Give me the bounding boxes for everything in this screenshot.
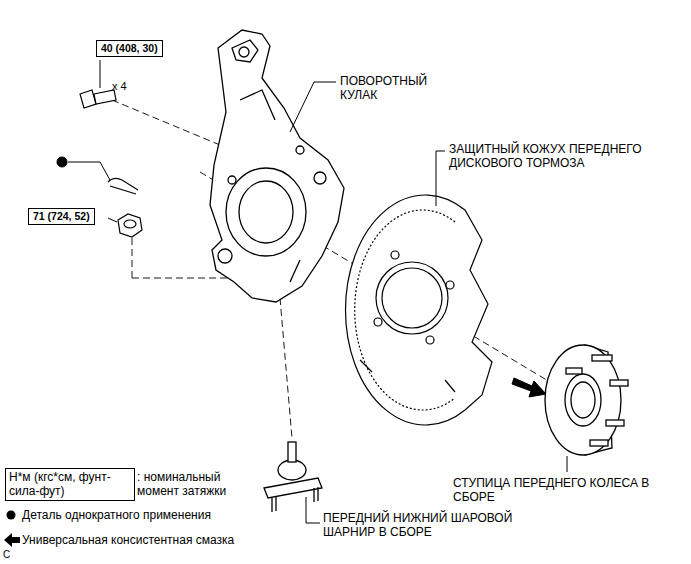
- label-holder: СТУПИЦА ПЕРЕДНЕГО КОЛЕСА В СБОРЕ: [453, 476, 683, 505]
- label-holder: ПЕРЕДНИЙ НИЖНИЙ ШАРОВОЙ ШАРНИР В СБОРЕ: [323, 511, 535, 540]
- torque-box: 40 (408, 30): [96, 40, 163, 57]
- one-time-dot: [57, 157, 67, 167]
- label-holder: ПОВОРОТНЫЙ КУЛАК: [340, 74, 435, 103]
- torque-value: 71 (724, 52): [33, 210, 90, 223]
- legend-dot: [7, 511, 16, 520]
- torque-box: 71 (724, 52): [28, 208, 95, 225]
- cotter-pin: [108, 178, 138, 194]
- castle-nut: [118, 214, 142, 237]
- label-holder: C: [3, 549, 10, 561]
- legend-box: Н*м (кгс*см, фунт-сила-фут): [5, 468, 135, 501]
- legend-entry: Деталь однократного применения: [22, 508, 282, 522]
- ball-joint: [264, 442, 322, 512]
- legend-text: : номинальный момент затяжки: [137, 470, 249, 499]
- steering-knuckle: [210, 30, 344, 302]
- torque-value: 40 (408, 30): [101, 42, 158, 55]
- legend-entry: Универсальная консистентная смазка: [22, 533, 282, 547]
- part-name: ПЕРЕДНИЙ НИЖНИЙ ШАРОВОЙ ШАРНИР В СБОРЕ: [323, 511, 535, 540]
- dust-cover: [345, 195, 492, 425]
- wheel-hub: [545, 345, 628, 455]
- legend-text: Деталь однократного применения: [22, 508, 282, 522]
- leader-line: [68, 60, 567, 523]
- part-name: ЗАЩИТНЫЙ КОЖУХ ПЕРЕДНЕГО ДИСКОВОГО ТОРМО…: [449, 142, 677, 171]
- legend-arrow: [4, 533, 20, 547]
- legend-text: Универсальная консистентная смазка: [22, 533, 282, 547]
- quantity-label: x 4: [112, 80, 127, 93]
- legend-unit: Н*м (кгс*см, фунт-сила-фут): [9, 470, 131, 499]
- legend-entry: : номинальный момент затяжки: [137, 470, 249, 499]
- label-holder: x 4: [112, 80, 127, 93]
- part-name: ПОВОРОТНЫЙ КУЛАК: [340, 74, 435, 103]
- grease-arrow: [512, 378, 546, 397]
- figure-code: C: [3, 549, 10, 561]
- bolt: [80, 90, 116, 108]
- label-holder: ЗАЩИТНЫЙ КОЖУХ ПЕРЕДНЕГО ДИСКОВОГО ТОРМО…: [449, 142, 677, 171]
- part-name: СТУПИЦА ПЕРЕДНЕГО КОЛЕСА В СБОРЕ: [453, 476, 683, 505]
